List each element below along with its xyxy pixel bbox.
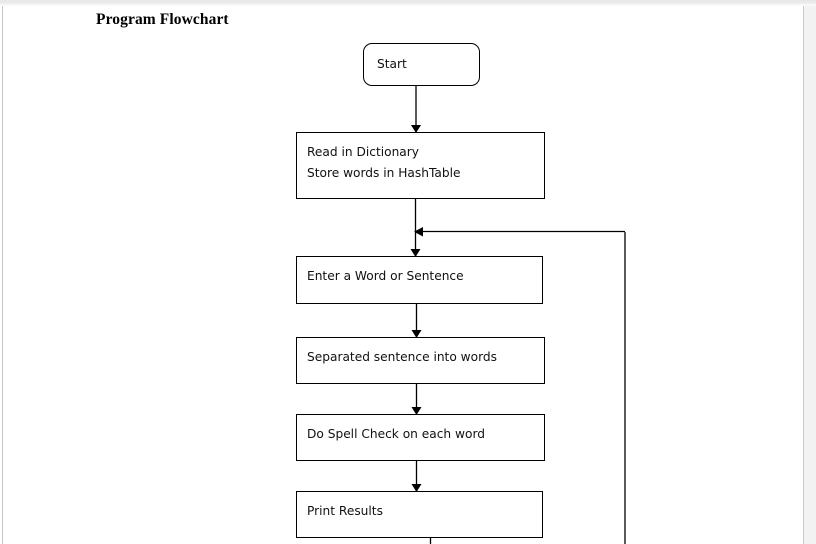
edge-enter-word-to-separate-words	[411, 304, 422, 338]
flowchart-node-start[interactable]: Start	[363, 43, 480, 86]
flowchart-node-enter-word-label: Enter a Word or Sentence	[307, 269, 464, 283]
page-right-edge	[803, 6, 804, 544]
flowchart-node-spell-check[interactable]: Do Spell Check on each word	[296, 414, 545, 461]
flowchart-node-separate-words-label: Separated sentence into words	[307, 350, 497, 364]
flowchart-node-separate-words[interactable]: Separated sentence into words	[296, 337, 545, 384]
flowchart-node-start-label: Start	[377, 57, 407, 71]
page-right-gutter	[804, 6, 816, 544]
flowchart-node-read-dictionary-label: Read in Dictionary Store words in HashTa…	[307, 145, 461, 180]
edge-start-to-read-dictionary	[411, 86, 421, 133]
flowchart-node-spell-check-label: Do Spell Check on each word	[307, 427, 485, 441]
page-title: Program Flowchart	[96, 11, 229, 28]
edge-print-results-loop-back	[414, 227, 626, 544]
flowchart-node-print-results-label: Print Results	[307, 504, 383, 518]
flowchart-node-enter-word[interactable]: Enter a Word or Sentence	[296, 256, 543, 304]
edge-spell-check-to-print-results	[411, 461, 422, 492]
page-top-shadow	[0, 0, 816, 6]
page-left-edge	[2, 6, 3, 544]
edge-read-dictionary-to-enter-word	[410, 199, 421, 257]
flowchart-node-print-results[interactable]: Print Results	[296, 491, 543, 538]
edge-separate-words-to-spell-check	[411, 384, 422, 415]
flowchart-node-read-dictionary[interactable]: Read in Dictionary Store words in HashTa…	[296, 132, 545, 199]
